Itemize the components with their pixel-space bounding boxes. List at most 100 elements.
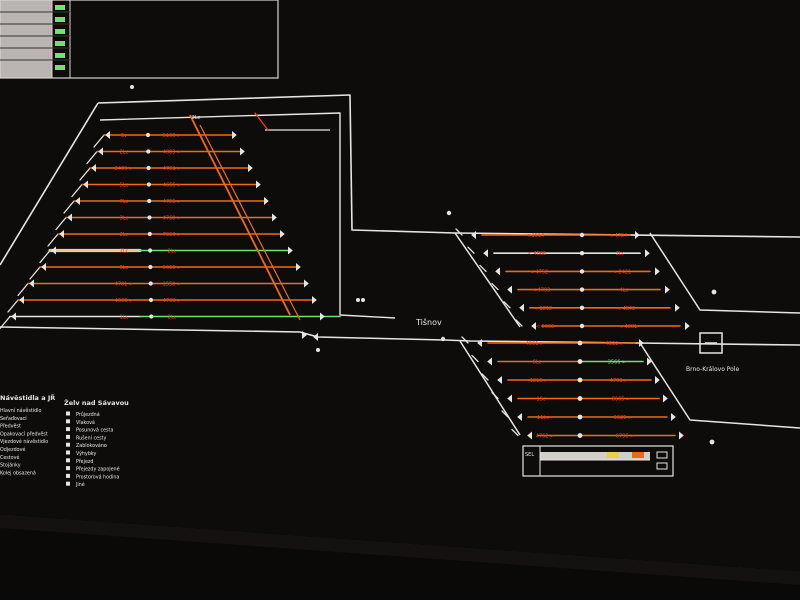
left-throat-2 (199, 124, 301, 321)
right-lower-dot[interactable] (577, 414, 583, 420)
main-signal-dot[interactable] (316, 348, 320, 352)
right-upper-dot[interactable] (579, 323, 585, 329)
right-lower-signal[interactable] (507, 394, 512, 403)
right-upper-label-a: < 4866 (528, 251, 547, 257)
left-signal-dot[interactable] (146, 182, 151, 187)
left-signal-dot[interactable] (148, 264, 153, 270)
right-lower-signal[interactable] (517, 413, 522, 421)
right-upper-dot[interactable] (579, 232, 585, 238)
right-lower-dot[interactable] (577, 359, 583, 364)
right-upper-signal[interactable] (645, 249, 650, 258)
exit-indicator[interactable] (699, 332, 723, 354)
left-signal[interactable] (11, 312, 16, 321)
right-lower-label-a: 11Lc (537, 415, 549, 421)
left-signal-dot[interactable] (147, 231, 152, 237)
legend-right-item: Jiné (75, 481, 85, 488)
left-signal[interactable] (320, 312, 325, 321)
right-upper-signal[interactable] (507, 285, 512, 294)
left-signal[interactable] (67, 213, 72, 222)
left-label-b: 7330 > (163, 232, 182, 238)
top-table (0, 0, 279, 79)
left-signal[interactable] (240, 147, 245, 156)
exit-signal-dot[interactable] (711, 289, 717, 295)
left-signal[interactable] (232, 131, 237, 139)
right-upper-signal[interactable] (531, 322, 536, 330)
right-lower-dot[interactable] (577, 340, 583, 346)
right-upper-signal[interactable] (675, 303, 680, 312)
right-lower-signal[interactable] (497, 376, 502, 384)
legend-right-item: Výhybky (76, 450, 97, 457)
left-signal[interactable] (280, 230, 285, 238)
right-lower-signal[interactable] (527, 431, 532, 440)
main-signal[interactable] (302, 331, 307, 339)
main-signal[interactable] (313, 333, 318, 341)
right-upper-signal[interactable] (519, 303, 524, 312)
left-signal-dot[interactable] (148, 281, 153, 286)
left-signal[interactable] (41, 263, 46, 271)
left-branch (93, 134, 105, 148)
exit-signal-dot[interactable] (709, 439, 715, 445)
right-upper-signal[interactable] (483, 249, 488, 258)
left-signal-dot[interactable] (147, 215, 152, 220)
left-signal[interactable] (312, 296, 317, 304)
legend-left-item: Opakovací předvěst (0, 430, 48, 437)
left-signal-dot[interactable] (147, 198, 152, 204)
right-lower-dot[interactable] (577, 377, 583, 383)
right-upper-dot[interactable] (579, 269, 585, 274)
right-lower-label-b: 4822 > (606, 341, 625, 347)
right-upper-signal[interactable] (655, 267, 660, 276)
right-upper-label-b: 2Lc (616, 251, 625, 257)
tisnov-signal-dot[interactable] (361, 298, 365, 302)
right-lower-signal[interactable] (639, 339, 644, 347)
tisnov-signal-dot[interactable] (356, 298, 360, 302)
left-signal[interactable] (19, 296, 24, 304)
upper-signal-dot[interactable] (446, 210, 452, 216)
main-signal-dot[interactable] (440, 336, 446, 342)
left-signal-dot[interactable] (145, 132, 151, 138)
right-upper-signal[interactable] (665, 285, 670, 294)
left-signal[interactable] (59, 230, 64, 238)
left-signal[interactable] (75, 197, 80, 205)
left-signal-dot[interactable] (148, 297, 154, 303)
left-signal[interactable] (248, 164, 253, 172)
left-signal[interactable] (51, 246, 56, 255)
left-signal-dot[interactable] (146, 165, 151, 171)
right-lower-signal[interactable] (671, 413, 676, 421)
right-upper-signal[interactable] (635, 231, 640, 239)
right-lower-signal[interactable] (663, 394, 668, 403)
left-signal[interactable] (105, 131, 110, 139)
left-signal[interactable] (264, 197, 269, 205)
right-upper-dot[interactable] (579, 287, 585, 292)
right-lower-signal[interactable] (487, 357, 492, 366)
left-signal[interactable] (288, 246, 293, 255)
right-lower-dot[interactable] (577, 433, 583, 438)
legend-right-item: Prostorová hodina (76, 473, 119, 480)
left-signal-dot[interactable] (146, 149, 151, 154)
left-signal-dot[interactable] (148, 248, 153, 253)
left-signal[interactable] (91, 164, 96, 172)
right-lower-signal[interactable] (477, 339, 482, 347)
right-lower-signal[interactable] (647, 357, 652, 366)
right-upper-dot[interactable] (579, 305, 585, 310)
left-branch (55, 216, 67, 231)
left-signal-dot[interactable] (149, 314, 154, 319)
right-upper-signal[interactable] (495, 267, 500, 276)
right-upper-signal[interactable] (471, 231, 476, 239)
legend-right-swatch (66, 427, 70, 432)
top-signal-dot[interactable] (130, 85, 134, 89)
right-lower-dot[interactable] (577, 396, 583, 401)
right-upper-branch (479, 264, 487, 273)
left-signal[interactable] (256, 180, 261, 189)
left-signal[interactable] (304, 279, 309, 288)
left-signal[interactable] (296, 263, 301, 271)
left-signal[interactable] (83, 180, 88, 189)
left-signal[interactable] (98, 147, 103, 156)
right-upper-dot[interactable] (579, 251, 585, 256)
right-upper-signal[interactable] (685, 322, 690, 330)
right-lower-signal[interactable] (679, 431, 684, 440)
left-signal[interactable] (272, 213, 277, 222)
left-label-a: 3Lc (120, 216, 129, 222)
right-lower-signal[interactable] (655, 376, 660, 384)
left-signal[interactable] (29, 279, 34, 288)
right-upper-branch (491, 282, 499, 291)
